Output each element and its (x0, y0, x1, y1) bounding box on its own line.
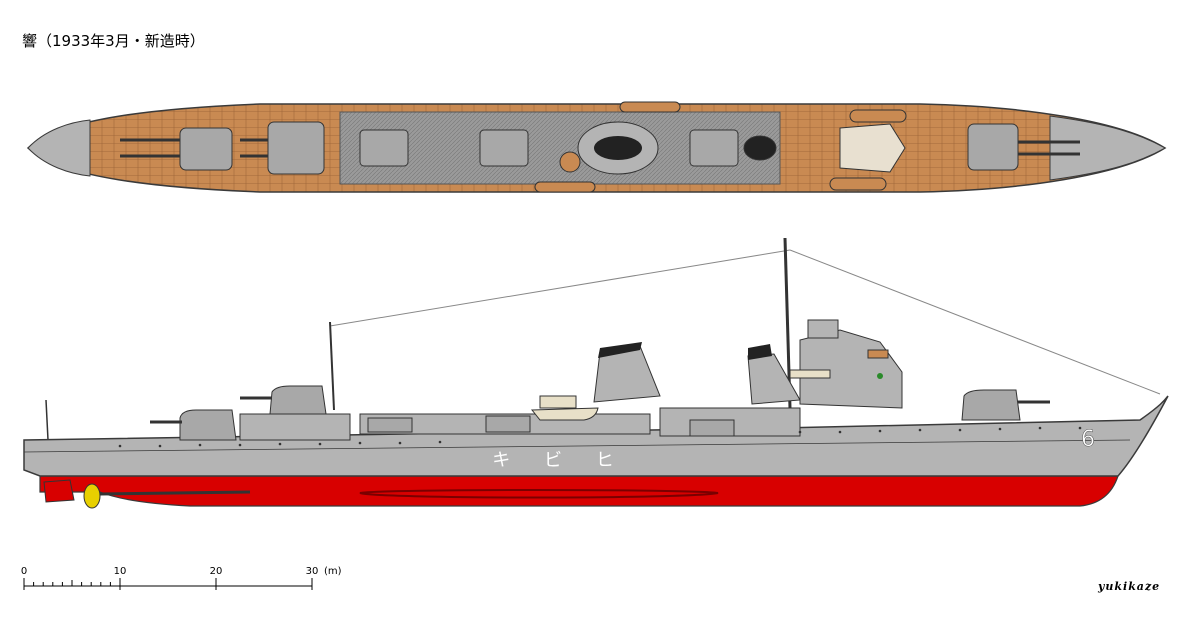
torpedo-tube-2 (485, 415, 531, 433)
plan-bridge (839, 123, 906, 173)
turret-aft (179, 409, 237, 441)
funnel-aft (747, 353, 801, 405)
bridge (799, 329, 903, 409)
motor-launch (530, 407, 599, 421)
scale-tick-0: 0 (21, 566, 27, 577)
plan-turret-2 (267, 121, 325, 175)
plan-funnel-2 (743, 135, 777, 161)
hull-name-katakana: キ ビ ヒ (492, 450, 627, 471)
plan-torpedo-mount-2 (479, 129, 529, 167)
plan-boat-1 (619, 101, 681, 113)
upper-hull (23, 395, 1169, 477)
scale-tick-30: 30 (306, 566, 319, 577)
main-mast (329, 321, 335, 411)
plan-torpedo-mount-3 (689, 129, 739, 167)
scale-bar: 0 10 20 30 (m) (21, 566, 342, 590)
plan-searchlight (559, 151, 581, 173)
portholes (118, 426, 1082, 448)
propeller (83, 483, 101, 509)
after-deckhouse (239, 413, 351, 441)
plan-stern-deck (1049, 115, 1167, 181)
plan-boat-3 (534, 181, 596, 193)
plan-view (26, 101, 1167, 193)
turret-forward (961, 389, 1021, 421)
drawing-title: 響（1933年3月・新造時） (22, 32, 205, 50)
scale-tick-10: 10 (114, 566, 127, 577)
profile-view: キ ビ ヒ 6 (23, 237, 1169, 509)
plan-bow-deck (27, 119, 91, 177)
scale-unit: (m) (324, 566, 342, 577)
plan-turret-1 (179, 127, 233, 171)
torpedo-tube-1 (367, 417, 413, 433)
artist-signature: yukikaze (1098, 580, 1161, 593)
plan-turret-3 (967, 123, 1019, 171)
fore-mast (783, 237, 792, 409)
torpedo-tube-3 (689, 419, 735, 437)
hull-number: 6 (1081, 427, 1095, 452)
scale-tick-20: 20 (210, 566, 223, 577)
rudder (43, 479, 75, 503)
turret-aft-superfiring (269, 385, 327, 415)
plan-boat-2 (849, 109, 907, 123)
plan-torpedo-mount-1 (359, 129, 409, 167)
plan-boat-4 (829, 177, 887, 191)
